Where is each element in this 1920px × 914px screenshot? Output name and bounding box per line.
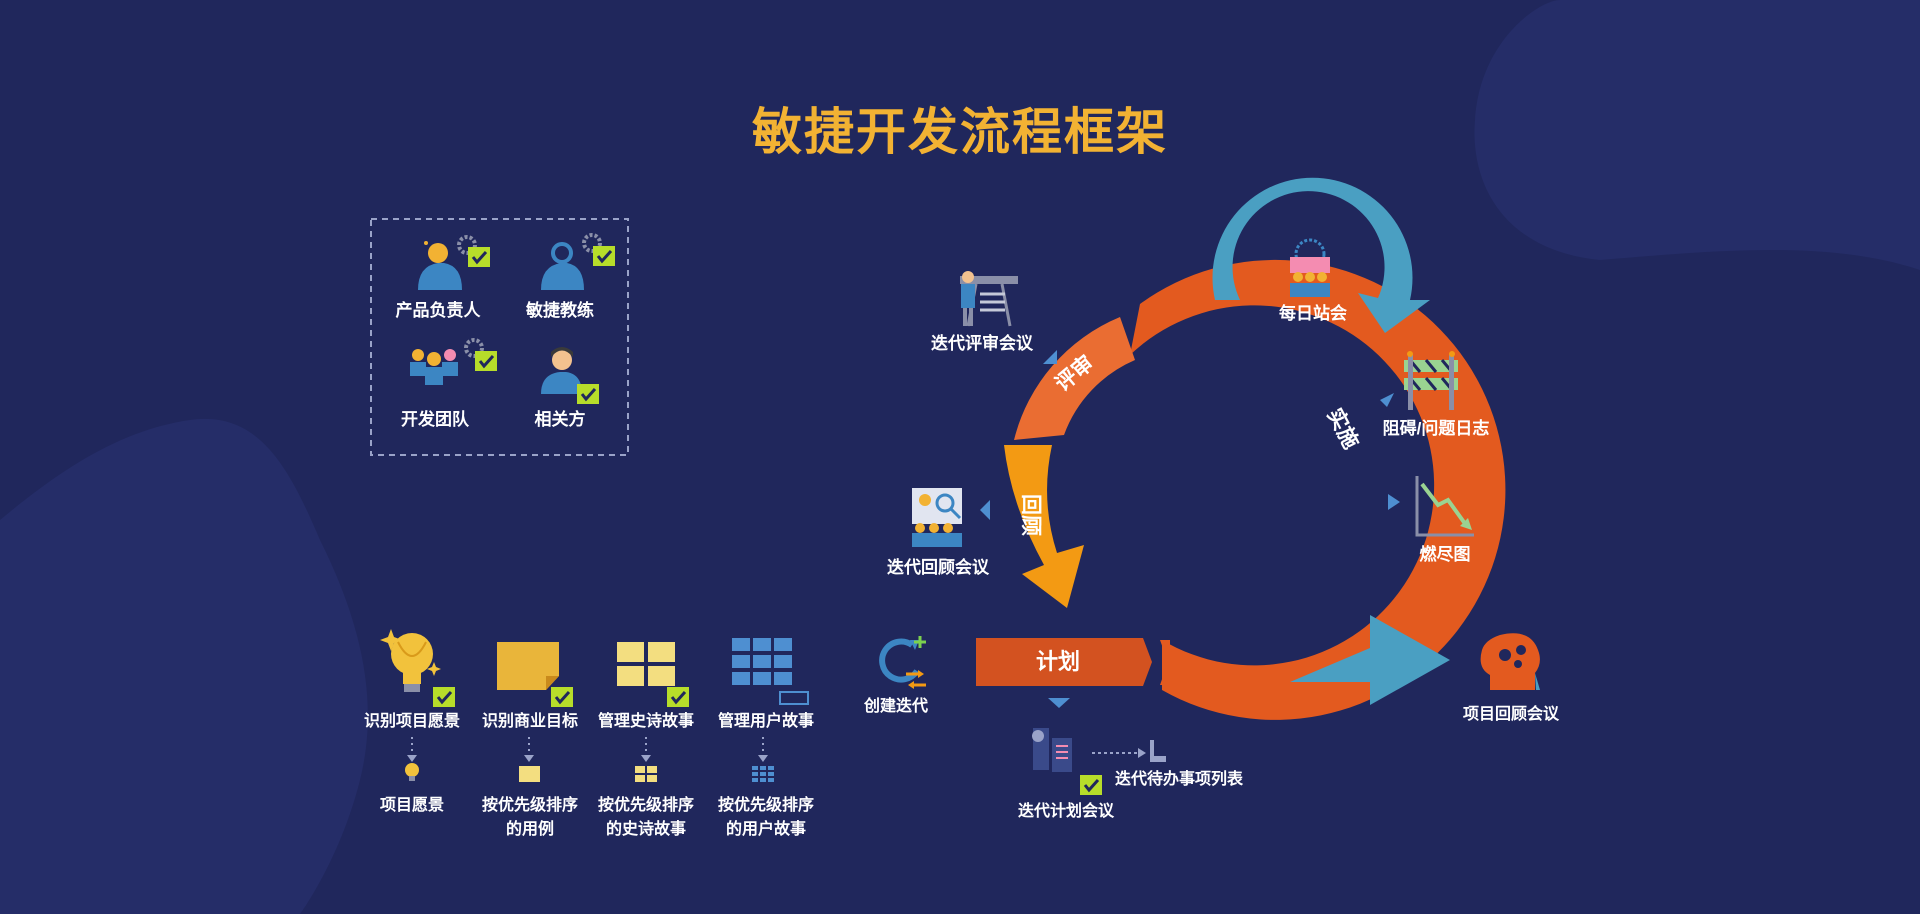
- sprint-review-presenter-icon: [960, 271, 1018, 327]
- sticky-note-icon: [497, 642, 573, 707]
- impediment-barrier-icon: [1404, 351, 1458, 410]
- plan-bar-tail: [1160, 640, 1170, 685]
- background-blob-right: [1474, 0, 1920, 270]
- dev-team-icon: [410, 338, 497, 385]
- create-iteration-icon: [879, 636, 926, 689]
- backlog-connectors: [411, 737, 764, 758]
- small-user-story-grid-icon: [752, 766, 774, 782]
- role-label-product-owner: 产品负责人: [395, 301, 481, 320]
- sprint-backlog-arrowhead: [1138, 748, 1146, 758]
- artifact-label-prioritized-epics-line1: 按优先级排序: [597, 797, 695, 814]
- role-label-stakeholders: 相关方: [534, 410, 586, 429]
- page-title: 敏捷开发流程框架: [752, 104, 1168, 160]
- background-blob-left: [0, 418, 368, 914]
- artifact-label-prioritized-user-stories-line2: 的用户故事: [725, 821, 807, 838]
- create-iteration-label: 创建迭代: [863, 698, 929, 715]
- retro-label: 回顾: [1019, 494, 1042, 536]
- artifact-label-prioritized-epics-line2: 的史诗故事: [605, 821, 687, 838]
- daily-standup-label: 每日站会: [1279, 304, 1347, 323]
- review-arc: [1014, 317, 1135, 440]
- artifact-label-project-vision: 项目愿景: [379, 797, 445, 814]
- user-story-grid-icon: [732, 638, 809, 705]
- retro-arrow: [1004, 445, 1084, 608]
- sprint-planning-icon: [1032, 728, 1102, 795]
- roles-box: [370, 218, 629, 456]
- small-epic-cards-icon: [635, 766, 657, 782]
- epic-cards-icon: [617, 642, 689, 707]
- sprint-retro-meeting-icon: [912, 488, 962, 547]
- project-retro-arrow: [1290, 615, 1450, 705]
- artifact-label-prioritized-user-stories-line1: 按优先级排序: [717, 797, 815, 814]
- burndown-label: 燃尽图: [1419, 545, 1471, 564]
- plan-bar: [976, 638, 1152, 686]
- sprint-review-meeting-label: 迭代评审会议: [931, 334, 1033, 353]
- implement-ring: [1130, 259, 1506, 720]
- daily-standup-team-icon: [1290, 238, 1330, 297]
- agile-coach-icon: [541, 233, 615, 290]
- sprint-planning-label: 迭代计划会议: [1017, 803, 1115, 820]
- connector-arrowheads: [407, 755, 768, 762]
- daily-standup-loop: [1212, 177, 1430, 333]
- plan-label: 计划: [1035, 649, 1081, 674]
- sprint-backlog-label: 迭代待办事项列表: [1114, 771, 1244, 788]
- small-lightbulb-icon: [405, 763, 419, 781]
- step-label-identify-vision: 识别项目愿景: [363, 713, 461, 730]
- stakeholder-icon: [541, 347, 599, 404]
- small-sticky-note-icon: [519, 766, 540, 782]
- sprint-backlog-icon: [1150, 740, 1166, 762]
- role-label-agile-coach: 敏捷教练: [526, 301, 594, 320]
- project-retro-head-icon: [1480, 633, 1540, 690]
- impediment-log-label: 阻碍/问题日志: [1382, 419, 1490, 438]
- step-label-identify-business-goals: 识别商业目标: [481, 713, 579, 730]
- step-label-manage-epics: 管理史诗故事: [597, 713, 695, 730]
- lightbulb-icon: [380, 629, 455, 707]
- cycle-pointers: [980, 350, 1400, 708]
- burndown-chart-icon: [1415, 476, 1474, 537]
- step-label-manage-user-stories: 管理用户故事: [717, 713, 815, 730]
- product-owner-icon: [418, 235, 490, 290]
- artifact-label-prioritized-use-cases-line2: 的用例: [505, 821, 555, 838]
- project-retro-label: 项目回顾会议: [1462, 706, 1560, 723]
- sprint-retro-meeting-label: 迭代回顾会议: [887, 558, 989, 577]
- artifact-label-prioritized-use-cases-line1: 按优先级排序: [481, 797, 579, 814]
- role-label-dev-team: 开发团队: [401, 410, 469, 429]
